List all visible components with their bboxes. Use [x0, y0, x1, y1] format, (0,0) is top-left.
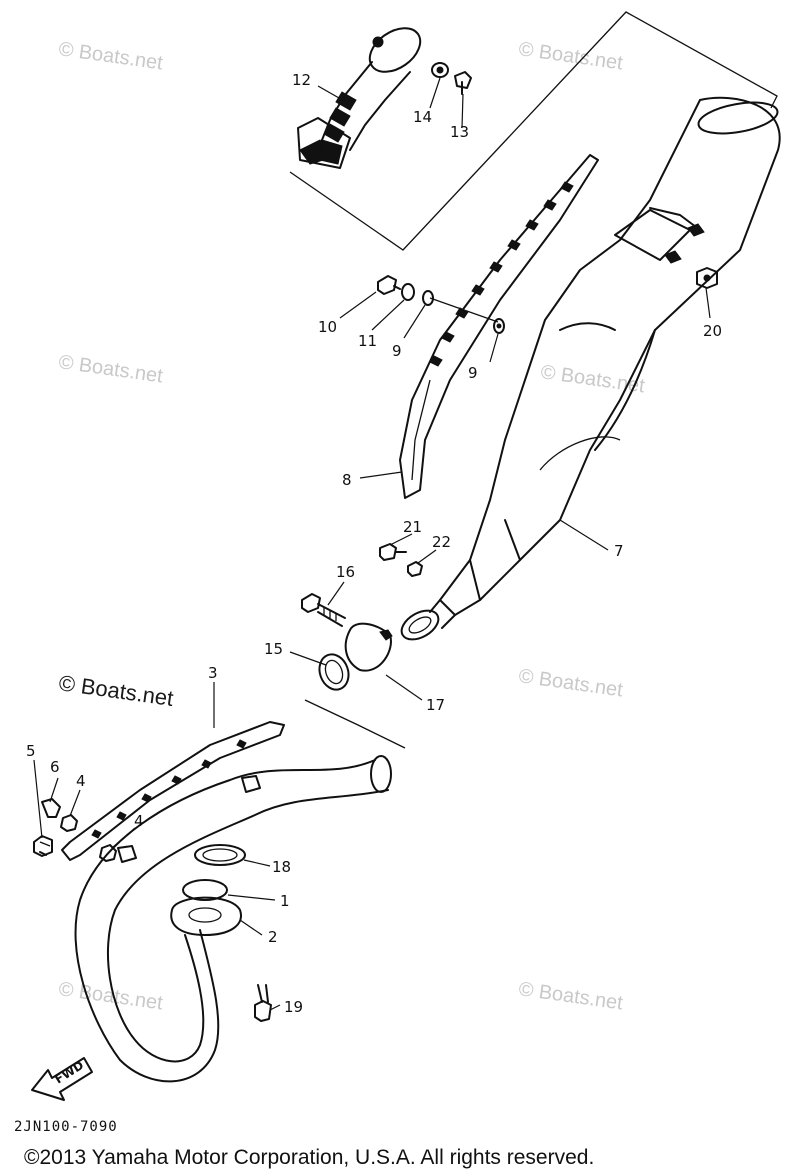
callout-16: 16: [336, 563, 355, 581]
callout-6: 6: [50, 758, 60, 776]
callout-18: 18: [272, 858, 291, 876]
watermark-group: © Boats.net © Boats.net © Boats.net © Bo…: [57, 38, 646, 1014]
callout-17: 17: [426, 696, 445, 714]
guard-fasteners: [377, 275, 505, 334]
callout-labels: 12 14 13 10 11 9 9 20 8 21 22 7 16 15 17…: [26, 71, 722, 1016]
watermark: © Boats.net: [517, 978, 624, 1014]
callout-4-lower: 4: [134, 812, 144, 830]
callout-4-upper: 4: [76, 772, 86, 790]
callout-19: 19: [284, 998, 303, 1016]
callout-12: 12: [292, 71, 311, 89]
callout-21: 21: [403, 518, 422, 536]
exhaust-pipe: [74, 755, 392, 1083]
diagram-code: 2JN100-7090: [14, 1119, 118, 1135]
callout-7: 7: [614, 542, 624, 560]
callout-1: 1: [280, 892, 290, 910]
callout-10: 10: [318, 318, 337, 336]
callout-22: 22: [432, 533, 451, 551]
callout-20: 20: [703, 322, 722, 340]
spark-arrester-assembly: [289, 11, 778, 251]
callout-14: 14: [413, 108, 432, 126]
watermark-dark: © Boats.net: [57, 670, 175, 711]
watermark: © Boats.net: [57, 351, 164, 387]
callout-2: 2: [268, 928, 278, 946]
copyright-notice: ©2013 Yamaha Motor Corporation, U.S.A. A…: [24, 1146, 594, 1169]
watermark: © Boats.net: [517, 38, 624, 74]
watermark: © Boats.net: [517, 665, 624, 701]
callout-11: 11: [358, 332, 377, 350]
callout-9-right: 9: [468, 364, 478, 382]
fwd-label: FWD: [52, 1058, 86, 1087]
callout-13: 13: [450, 123, 469, 141]
clamp-bolt: [301, 593, 346, 627]
callout-9-left: 9: [392, 342, 402, 360]
muffler: [400, 96, 781, 641]
clamp-and-gasket: [304, 622, 406, 749]
callout-3: 3: [208, 664, 218, 682]
callout-8: 8: [342, 471, 352, 489]
forward-arrow: FWD: [31, 1057, 93, 1101]
leader-lines: [33, 77, 711, 1011]
callout-15: 15: [264, 640, 283, 658]
callout-5: 5: [26, 742, 36, 760]
muffler-bolts: [379, 543, 423, 577]
muffler-protector: [399, 154, 599, 499]
watermark: © Boats.net: [57, 38, 164, 74]
